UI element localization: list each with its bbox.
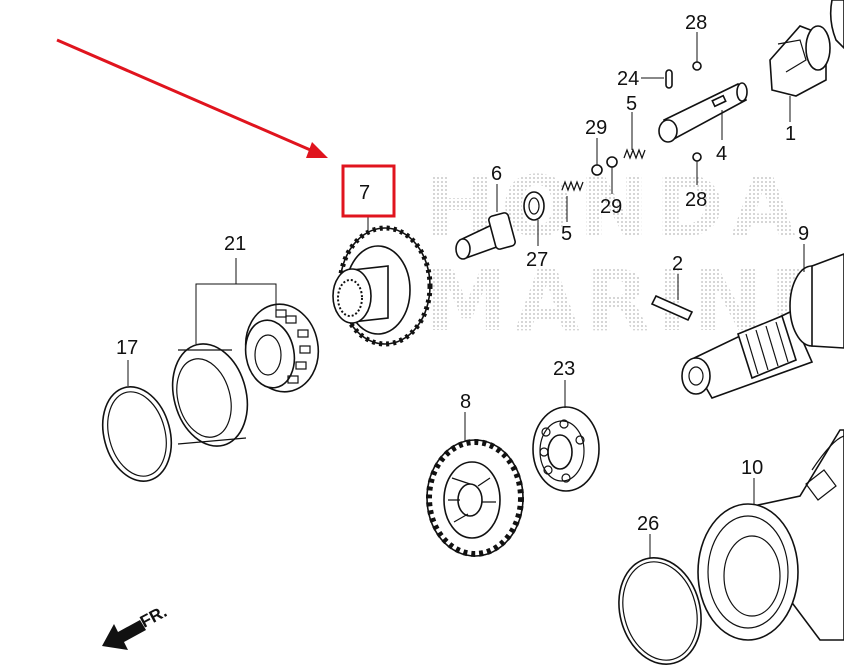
part-24-pin	[665, 69, 673, 89]
part-4-shaft	[658, 82, 748, 143]
part-2-pin	[650, 294, 694, 322]
part-29-ball-b	[606, 156, 618, 168]
leader-lines	[127, 32, 805, 558]
part-1-clutch	[769, 25, 831, 97]
callout-5-top: 5	[626, 93, 637, 115]
callout-29-bottom: 29	[600, 196, 622, 218]
part-5-spring-b	[623, 148, 646, 160]
part-5-spring-a	[561, 180, 584, 192]
callout-9: 9	[798, 223, 809, 245]
callout-17: 17	[116, 337, 138, 359]
callout-10: 10	[741, 457, 763, 479]
part-8-bevel-gear	[426, 439, 524, 557]
part-28-ball-a	[692, 61, 702, 71]
highlight-box	[341, 164, 396, 218]
arrow-down-left-icon	[102, 620, 146, 650]
callout-4: 4	[716, 143, 727, 165]
part-26-o-ring	[618, 557, 702, 665]
callout-1: 1	[785, 123, 796, 145]
front-indicator: FR.	[102, 602, 170, 650]
part-23-bearing	[532, 406, 600, 492]
callout-27: 27	[526, 249, 548, 271]
callout-24: 24	[617, 68, 639, 90]
callout-26: 26	[637, 513, 659, 535]
part-21-bearing-race	[171, 343, 249, 447]
callout-23: 23	[553, 358, 575, 380]
callout-6: 6	[491, 163, 502, 185]
part-6-shaft	[455, 212, 516, 260]
part-28-ball-b	[692, 152, 702, 162]
part-27-clip	[523, 191, 545, 221]
callout-28-top: 28	[685, 12, 707, 34]
callout-29-top: 29	[585, 117, 607, 139]
callout-21: 21	[224, 233, 246, 255]
part-9-shaft	[681, 253, 844, 399]
callout-7: 7	[359, 182, 370, 204]
part-top-edge	[829, 0, 844, 50]
part-21-tapered-bearing	[244, 303, 320, 393]
callout-28-bottom: 28	[685, 189, 707, 211]
callout-2: 2	[672, 253, 683, 275]
part-10-housing	[697, 429, 844, 641]
part-7-gear	[332, 225, 433, 347]
highlight-arrow	[56, 38, 328, 158]
part-17-o-ring	[101, 386, 173, 482]
callout-8: 8	[460, 391, 471, 413]
part-29-ball-a	[591, 164, 603, 176]
callout-5-mid: 5	[561, 223, 572, 245]
